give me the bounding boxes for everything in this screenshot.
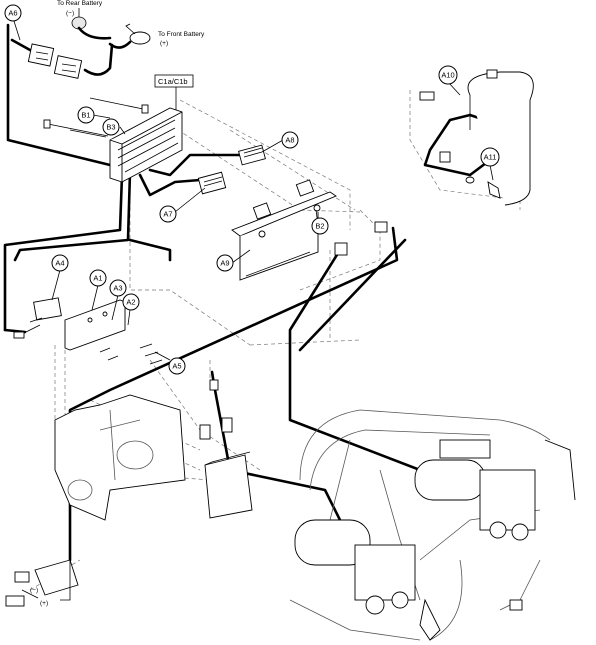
screws-a5: [99, 343, 163, 365]
svg-text:A8: A8: [285, 136, 294, 145]
dashed-guides: [29, 90, 521, 591]
side-panel: [54, 394, 186, 521]
callout-a9: A9: [216, 254, 234, 272]
callout-b3: B3: [102, 118, 120, 136]
sensor-probe: [465, 176, 501, 199]
svg-text:A7: A7: [163, 210, 172, 219]
controller-label-box: C1a/C1b: [154, 74, 194, 88]
connector-a8: [238, 144, 266, 166]
right-motor: [414, 459, 486, 501]
battery-box: [419, 69, 534, 206]
svg-text:A5: A5: [172, 362, 181, 371]
center-module: [199, 379, 253, 519]
svg-text:A11: A11: [484, 153, 497, 162]
svg-text:B2: B2: [315, 222, 324, 231]
svg-text:A10: A10: [441, 71, 454, 80]
controller-label: C1a/C1b: [158, 77, 188, 86]
callout-a6: A6: [4, 4, 22, 22]
callout-b2: B2: [311, 217, 329, 235]
leader-lines: [12, 17, 494, 361]
callout-a11: A11: [480, 147, 500, 167]
controller-module: [109, 107, 183, 183]
front-battery-terminal: [129, 31, 151, 45]
svg-text:A4: A4: [55, 259, 64, 268]
svg-text:A3: A3: [113, 284, 122, 293]
left-motor: [294, 519, 371, 566]
connector-a7: [197, 171, 227, 195]
svg-text:A9: A9: [220, 259, 229, 268]
bottom-negative-label: (−): [30, 587, 38, 594]
battery-connectors: [27, 43, 83, 79]
bottom-bracket: [5, 559, 79, 607]
callout-a5: A5: [168, 357, 186, 375]
rear-battery-sign: (−): [66, 10, 74, 17]
battery-harness-wire: [6, 23, 112, 167]
mounting-bracket: [231, 179, 337, 281]
svg-text:A6: A6: [8, 9, 17, 18]
svg-text:B3: B3: [106, 123, 115, 132]
callout-a1: A1: [89, 269, 107, 287]
front-battery-label: To Front Battery: [158, 31, 205, 38]
callout-a4: A4: [51, 254, 69, 272]
battery-terminals: [71, 8, 151, 49]
rear-battery-label: To Rear Battery: [57, 0, 103, 7]
svg-text:A2: A2: [126, 298, 135, 307]
svg-text:B1: B1: [81, 111, 90, 120]
callout-a10: A10: [438, 65, 458, 85]
callout-b1: B1: [77, 106, 95, 124]
bolts: [43, 97, 149, 138]
front-battery-sign: (+): [160, 40, 168, 47]
frame-and-motors: [289, 409, 576, 641]
callout-a8: A8: [281, 131, 299, 149]
small-connectors: [334, 151, 451, 256]
callout-a3: A3: [109, 279, 127, 297]
callout-a2: A2: [122, 293, 140, 311]
callout-a7: A7: [159, 205, 177, 223]
mounting-plate: [13, 297, 126, 351]
svg-text:A1: A1: [93, 274, 102, 283]
bottom-positive-label: (+): [40, 600, 48, 607]
